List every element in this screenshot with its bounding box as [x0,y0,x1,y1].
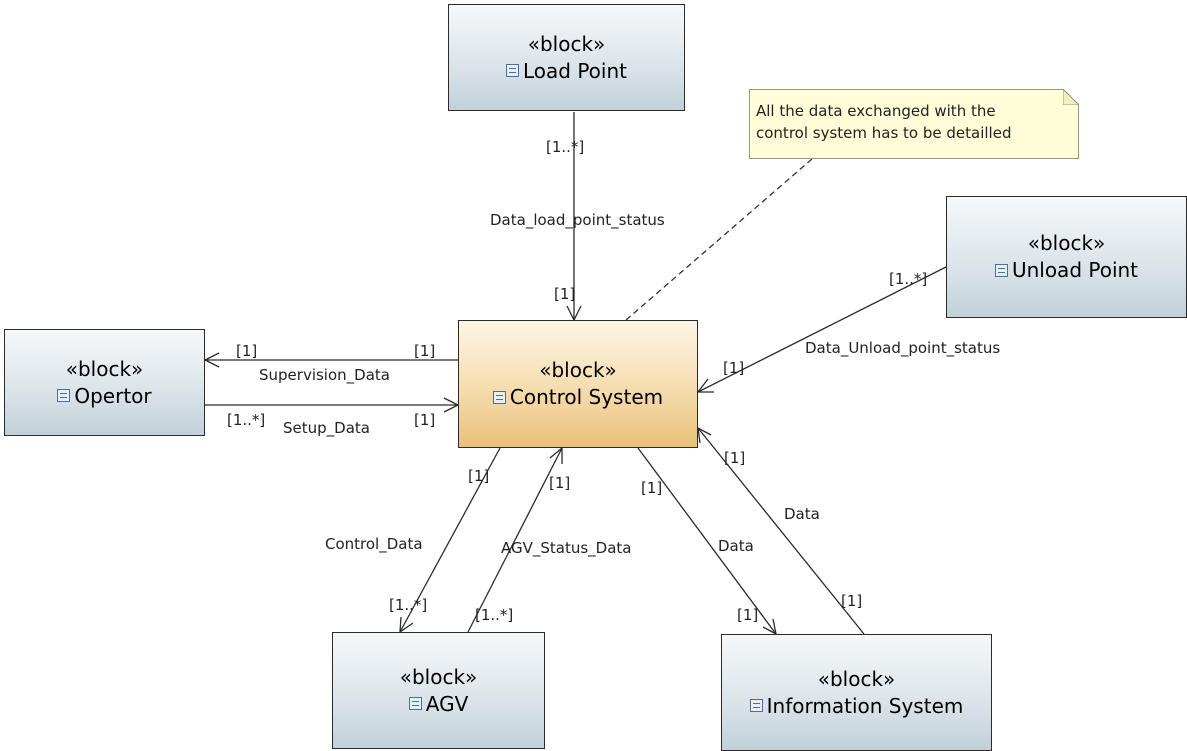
multiplicity-label: [1] [737,606,759,624]
block-icon [492,390,506,404]
block-operator[interactable]: «block» Opertor [4,329,205,436]
connector-unload-point[interactable] [697,266,947,393]
connector-name-label: Supervision_Data [259,366,390,384]
block-icon [506,64,519,77]
block-icon [994,263,1008,277]
block-load-point[interactable]: «block» Load Point [448,4,685,111]
arrowhead-unload-point [696,378,714,393]
stereotype-label: «block» [399,664,478,689]
block-name: Unload Point [1011,258,1139,282]
multiplicity-label: [1] [724,449,746,467]
multiplicity-label: [1] [414,342,436,360]
block-agv[interactable]: «block» AGV [332,632,545,749]
stereotype-label: «block» [817,666,896,691]
multiplicity-label: [1..*] [889,270,928,288]
connector-name-label: Data [784,505,820,523]
stereotype-label: «block» [527,31,606,56]
block-name: AGV [425,691,469,716]
block-name: Information System [766,693,964,718]
block-name: Opertor [74,383,152,408]
connector-name-label: Setup_Data [283,419,370,437]
connector-data-out[interactable] [637,447,777,635]
stereotype-label: «block» [65,356,144,381]
stereotype-label: «block» [539,358,617,382]
block-information-system[interactable]: «block» Information System [721,634,992,751]
note-fold-corner [1063,89,1079,105]
block-icon [57,389,71,402]
block-name: Load Point [523,58,627,83]
connector-name-label: AGV_Status_Data [501,539,632,557]
block-control-system[interactable]: «block» Control System [458,320,698,448]
connector-name-label: Control_Data [325,535,423,553]
arrowhead-supervision [203,352,220,368]
block-icon [408,697,422,710]
connector-agv-status[interactable] [467,447,563,633]
connector-name-label: Data_Unload_point_status [805,339,1001,357]
note-line-2: control system has to be detailled [756,124,1012,142]
connector-name-label: Data_load_point_status [490,211,665,229]
note-anchor-line [625,158,813,321]
connector-name-label: Data [718,537,754,555]
arrowhead-data-in [697,426,712,444]
multiplicity-label: [1] [468,467,490,485]
connector-control[interactable] [399,447,501,633]
arrowhead-agv-status [549,446,563,464]
note-line-1: All the data exchanged with the [756,102,996,120]
multiplicity-label: [1..*] [546,138,585,156]
multiplicity-label: [1] [549,474,571,492]
block-unload-point[interactable]: «block» Unload Point [946,196,1187,318]
comment-note[interactable]: All the data exchanged with the control … [749,89,1079,159]
block-icon [749,699,763,712]
multiplicity-label: [1] [554,285,576,303]
connector-data-in[interactable] [697,427,865,635]
multiplicity-label: [1] [841,592,863,610]
multiplicity-label: [1..*] [227,411,266,429]
multiplicity-label: [1] [414,411,436,429]
multiplicity-label: [1..*] [389,596,428,614]
multiplicity-label: [1..*] [475,606,514,624]
multiplicity-label: [1] [236,342,258,360]
block-name: Control System [509,385,664,409]
multiplicity-label: [1] [641,479,663,497]
stereotype-label: «block» [1027,231,1106,255]
multiplicity-label: [1] [723,359,745,377]
